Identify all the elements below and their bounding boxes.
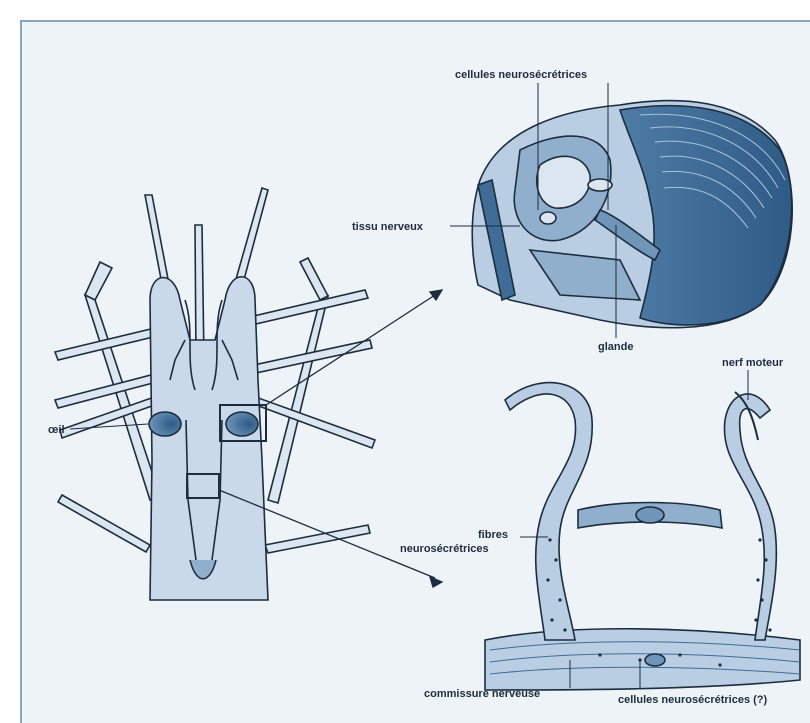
antennule-right [300, 258, 328, 300]
label-cellules-bottom: cellules neurosécrétrices (?) [618, 694, 768, 706]
label-fibres-1: fibres [478, 529, 508, 541]
label-glande: glande [598, 341, 633, 353]
label-commissure: commissure nerveuse [424, 688, 540, 700]
head-body [150, 277, 268, 600]
nerve-cord [485, 629, 800, 690]
antennule-left [85, 262, 112, 300]
label-fibres-2: neurosécrétrices [400, 543, 489, 555]
eyestalk-section [472, 101, 792, 328]
label-nerf: nerf moteur [722, 357, 784, 369]
label-tissu: tissu nerveux [352, 221, 424, 233]
label-oeil: œil [48, 424, 65, 436]
eye-left [149, 412, 181, 436]
ganglion-section [485, 383, 800, 690]
neck-right [724, 394, 776, 640]
label-cellules-top: cellules neurosécrétrices [455, 69, 587, 81]
shrimp-head [55, 188, 375, 600]
eye-right [226, 412, 258, 436]
